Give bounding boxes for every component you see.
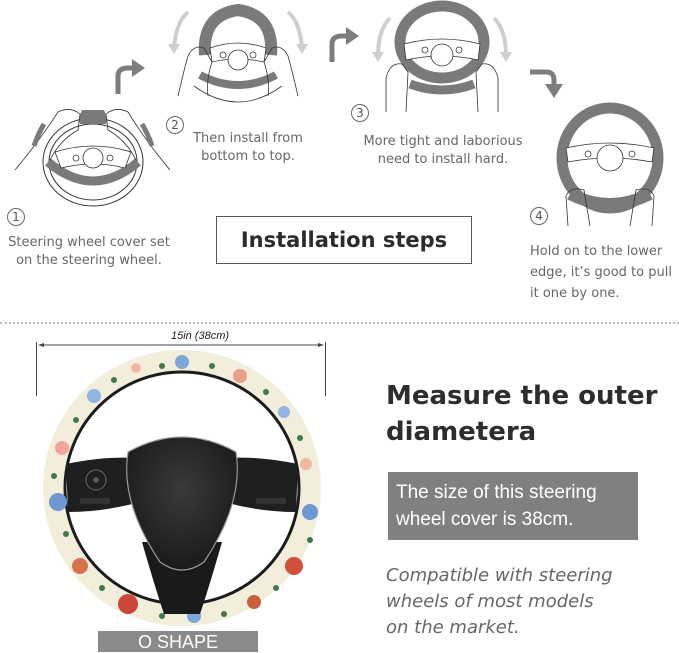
arrow-right-icon xyxy=(329,27,359,62)
compat-line2: wheels of most models xyxy=(386,591,594,612)
step1-illustration xyxy=(14,109,171,207)
compat-line3: on the market. xyxy=(386,617,520,638)
compat-line1: Compatible with steering xyxy=(386,565,613,586)
step4-number: 4 xyxy=(530,207,548,225)
dimension-line xyxy=(36,342,326,396)
size-line2: wheel cover is 38cm. xyxy=(396,509,574,530)
step2-number: 2 xyxy=(166,116,184,134)
step4-line2: edge, it’s good to pull xyxy=(530,265,672,280)
step4-line3: it one by one. xyxy=(530,286,620,301)
step2-illustration xyxy=(168,3,308,103)
step4-illustration xyxy=(556,102,664,227)
step3-number: 3 xyxy=(351,104,369,122)
step3-line1: More tight and laborious xyxy=(363,134,523,149)
installation-steps-title: Installation steps xyxy=(216,216,472,264)
o-shape-badge: O SHAPE xyxy=(98,631,258,652)
step2-line1: Then install from xyxy=(193,131,303,146)
step3-line2: need to install hard. xyxy=(377,152,509,167)
step1-text: Steering wheel cover set on the steering… xyxy=(0,234,178,270)
measure-heading-line1: Measure the outer xyxy=(386,381,658,411)
size-line1: The size of this steering xyxy=(396,482,597,503)
section-divider xyxy=(0,322,679,324)
measure-heading-line2: diametera xyxy=(386,417,537,447)
dimension-label: 15in (38cm) xyxy=(170,330,230,342)
step2-text: Then install from bottom to top. xyxy=(180,130,316,166)
step4-line1: Hold on to the lower xyxy=(530,244,663,259)
size-info-box: The size of this steering wheel cover is… xyxy=(388,472,638,540)
step3-illustration xyxy=(372,0,512,113)
step2-line2: bottom to top. xyxy=(201,149,295,164)
step1-line2: on the steering wheel. xyxy=(16,253,162,268)
step4-text: Hold on to the lower edge, it’s good to … xyxy=(530,241,679,304)
step3-text: More tight and laborious need to install… xyxy=(350,133,536,169)
compatibility-text: Compatible with steering wheels of most … xyxy=(386,563,646,641)
step1-number: 1 xyxy=(7,208,25,226)
step1-line1: Steering wheel cover set xyxy=(8,235,170,250)
arrow-down-icon xyxy=(530,69,563,98)
measure-heading: Measure the outer diametera xyxy=(386,378,676,450)
floral-steering-wheel-image xyxy=(43,350,321,626)
arrow-right-icon xyxy=(115,59,145,94)
